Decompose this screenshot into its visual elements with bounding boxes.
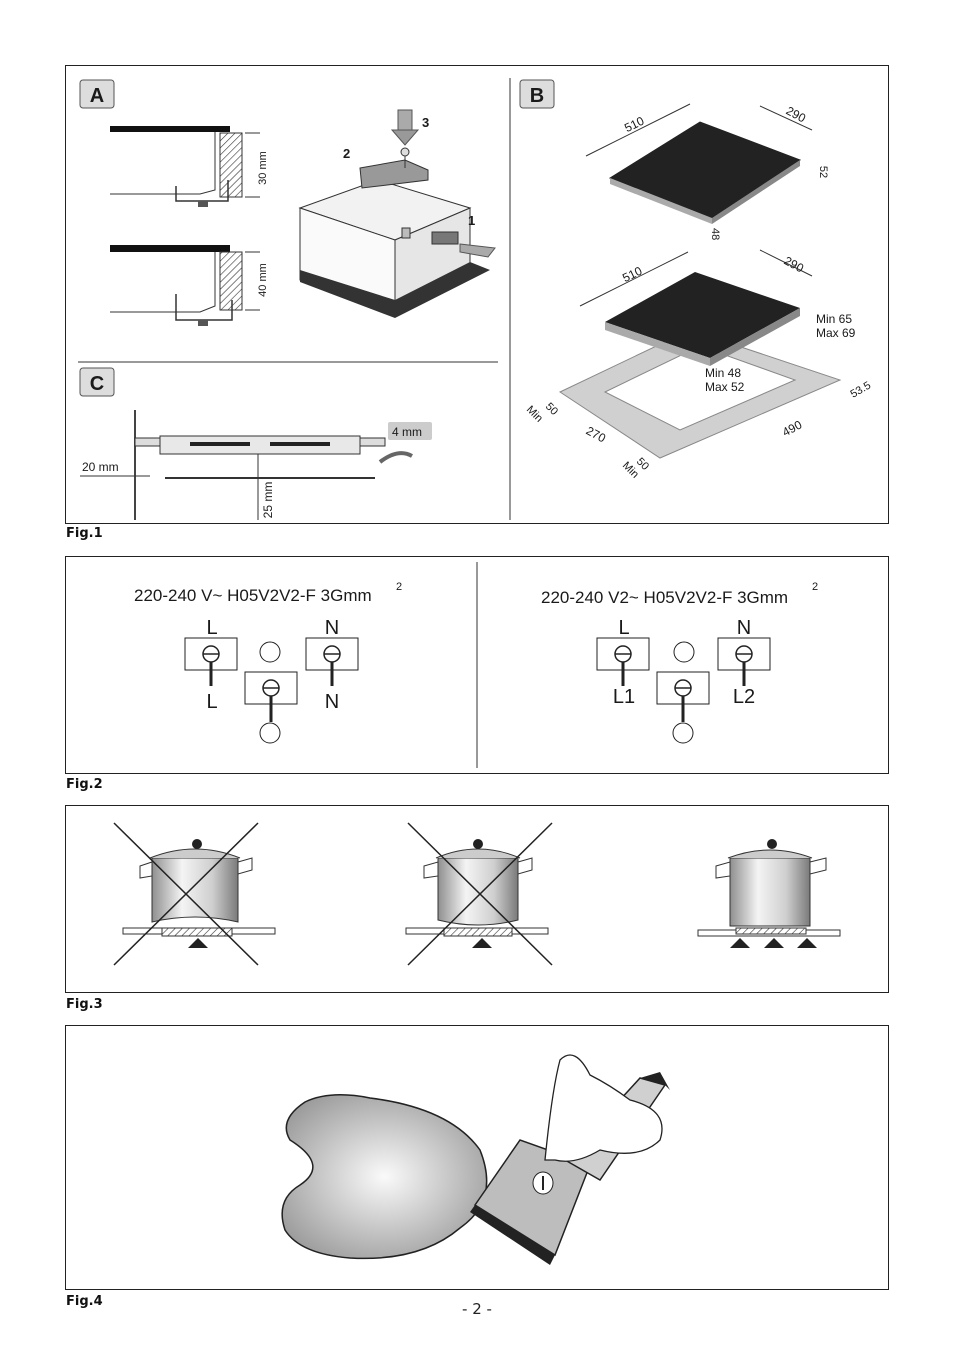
panel-a: A 30 mm 40 mm 1 2 3 <box>79 79 496 326</box>
fig2-right-bottom-l1: L1 <box>613 686 635 708</box>
fig2-right-title: 220-240 V2~ H05V2V2-F 3Gmm <box>541 588 788 607</box>
fig3-pot-wrong-2 <box>405 822 553 966</box>
panel-a-letter: A <box>90 85 104 107</box>
b-cut-max: Max 52 <box>705 380 745 394</box>
fig4-label: Fig.4 <box>66 1294 103 1309</box>
fig2-right-top-l: L <box>618 617 629 639</box>
fig2-right-sup: 2 <box>812 581 818 593</box>
c-depth-label: 25 mm <box>261 482 275 519</box>
b-mid-depth: 290 <box>782 254 807 276</box>
fig3-panel <box>65 805 889 993</box>
fig2-label: Fig.2 <box>66 777 103 792</box>
b-top-height: 52 <box>817 166 829 178</box>
callout-3: 3 <box>422 115 429 130</box>
panel-c-letter: C <box>90 373 104 395</box>
b-clear-max: Max 69 <box>816 326 856 340</box>
c-gap-label: 4 mm <box>392 425 422 439</box>
fig1-label: Fig.1 <box>66 526 103 541</box>
dim-40mm: 40 mm <box>257 263 269 297</box>
fig4-panel <box>65 1025 889 1290</box>
fig2-left-bottom-n: N <box>325 691 339 713</box>
fig2-right-top-n: N <box>737 617 751 639</box>
c-side-label: 20 mm <box>82 460 119 474</box>
fig2-left-bottom-l: L <box>206 691 217 713</box>
b-right-margin: 53.5 <box>849 379 874 400</box>
fig2-panel <box>65 556 889 774</box>
fig2-right-diagram: 220-240 V2~ H05V2V2-F 3Gmm 2 L N L1 L2 <box>541 581 818 744</box>
b-mid-width: 510 <box>620 264 644 286</box>
fig2-left-top-n: N <box>325 617 339 639</box>
fig3-label: Fig.3 <box>66 997 103 1012</box>
fig4-scraper-illustration <box>281 1054 670 1265</box>
dim-30mm: 30 mm <box>257 151 269 185</box>
fig2-left-title: 220-240 V~ H05V2V2-F 3Gmm <box>134 586 372 605</box>
panel-b-letter: B <box>530 85 544 107</box>
page-number: - 2 - <box>462 1300 492 1318</box>
panel-b: B 510 290 52 48 510 290 Min 65 Max 69 Mi… <box>519 79 874 481</box>
fig2-left-sup: 2 <box>396 581 402 593</box>
fig1-panel <box>65 65 889 524</box>
b-side-min: Min <box>524 404 545 425</box>
b-top-base: 48 <box>709 228 721 240</box>
fig2-left-diagram: 220-240 V~ H05V2V2-F 3Gmm 2 L N L N <box>134 581 402 744</box>
b-top-width: 510 <box>622 114 646 136</box>
fig3-pot-correct <box>697 839 841 948</box>
fig3-pot-wrong-1 <box>113 822 276 966</box>
panel-c: C 4 mm 20 mm 25 mm <box>79 367 432 520</box>
b-cut-width: 490 <box>780 417 805 439</box>
callout-2: 2 <box>343 146 350 161</box>
b-clear-min: Min 65 <box>816 312 852 326</box>
b-top-depth: 290 <box>784 104 809 126</box>
callout-1: 1 <box>468 213 475 228</box>
fig2-right-bottom-l2: L2 <box>733 686 755 708</box>
b-cut-depth: 270 <box>584 424 609 446</box>
fig2-left-top-l: L <box>206 617 217 639</box>
b-side-50: 50 <box>543 401 560 418</box>
b-cut-min: Min 48 <box>705 366 741 380</box>
